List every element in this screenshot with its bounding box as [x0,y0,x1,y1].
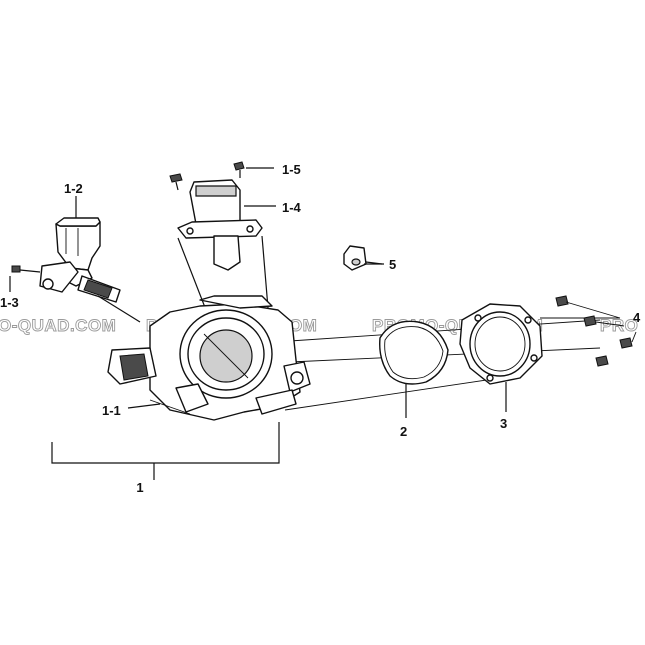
label-1-2: 1-2 [64,181,83,196]
o-ring-part-2 [379,320,449,418]
label-5: 5 [389,257,396,272]
label-2: 2 [400,424,407,439]
part-labels: 1 1-1 1-2 1-3 1-4 1-5 2 3 4 5 [0,162,641,495]
label-1-3: 1-3 [0,295,19,310]
screws-1-5 [169,161,245,191]
label-1-5: 1-5 [282,162,301,177]
leader-lines [9,167,384,480]
watermark: O-QUAD.COM PROMO-QUAD.COM PROMO-QUAD.COM… [0,316,638,336]
throttle-body-part [107,295,311,421]
sensor-connector-part [39,217,141,323]
label-1-1: 1-1 [102,403,121,418]
label-1-4: 1-4 [282,200,302,215]
screw-1-3 [11,265,41,273]
idle-valve-part [177,179,269,311]
screws-part-4 [555,295,637,367]
label-4: 4 [633,310,641,325]
label-1: 1 [136,480,143,495]
flange-plate-part-3 [459,303,543,412]
cap-part-5 [343,245,383,271]
bracket-part-1 [51,422,280,464]
label-3: 3 [500,416,507,431]
watermark-text-left: O-QUAD.COM [0,316,116,335]
